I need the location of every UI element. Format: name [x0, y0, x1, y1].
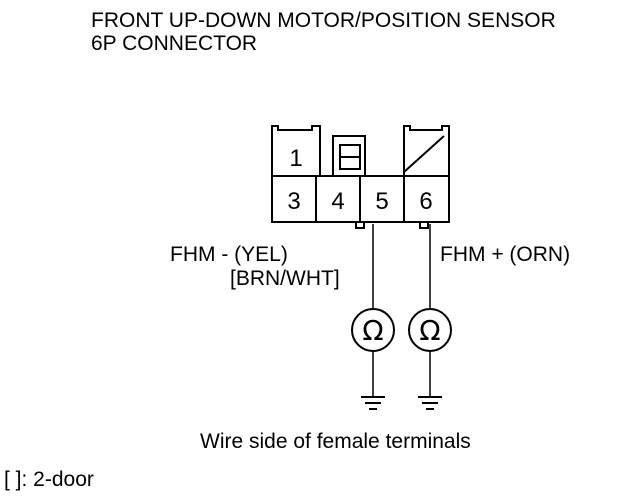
empty-cavity-mark: [403, 135, 445, 173]
legend-note: [ ]: 2-door: [4, 468, 94, 491]
pin-label-5: 5: [375, 188, 388, 215]
wire-label-fhm-plus: FHM + (ORN): [440, 243, 571, 266]
wire-label-fhm-minus-2door: [BRN/WHT]: [230, 267, 340, 290]
pin-label-6: 6: [419, 188, 432, 215]
diagram-title: FRONT UP-DOWN MOTOR/POSITION SENSOR: [91, 9, 556, 32]
pin-label-1: 1: [289, 145, 302, 172]
ground-icon: [361, 396, 385, 410]
pin-label-3: 3: [287, 188, 300, 215]
diagram-caption: Wire side of female terminals: [200, 430, 471, 453]
ground-icon: [418, 396, 442, 410]
ohm-symbol: Ω: [419, 314, 440, 347]
wire-label-fhm-minus: FHM - (YEL): [170, 243, 288, 266]
pin-label-4: 4: [331, 188, 344, 215]
diagram-subtitle: 6P CONNECTOR: [91, 32, 258, 55]
ohm-symbol: Ω: [362, 314, 383, 347]
